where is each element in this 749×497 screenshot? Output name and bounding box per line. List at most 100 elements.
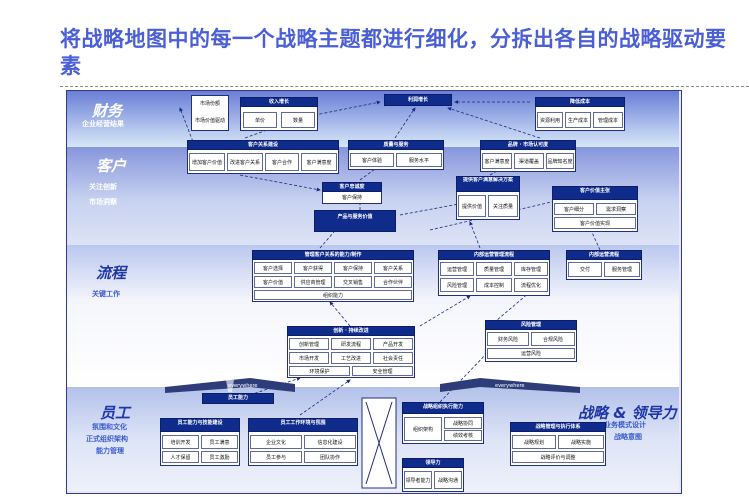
finance-cost-header: 降低成本 [535, 97, 625, 107]
customer-brand-header: 品牌 · 市场认可度 [480, 140, 576, 150]
people-b-c4: 团队协作 [304, 451, 356, 463]
customer-loyalty-c1: 客户保持 [326, 194, 378, 202]
process-risk-c3: 运营风险 [487, 348, 575, 359]
customer-relationship-c4: 客户满意度 [301, 153, 337, 171]
customer-right-header: 客户价值主张 [552, 186, 638, 200]
leadership-b-c1: 领导者能力 [404, 471, 432, 489]
people-b-c1: 企业文化 [250, 435, 302, 449]
leadership-b-header: 领导力 [402, 458, 464, 468]
title-divider [60, 86, 749, 87]
customer-right-c2: 需求洞察 [596, 203, 636, 215]
people-sub-3: 能力管理 [96, 447, 124, 455]
process-main-header: 管理客户关系的能力/制作 [252, 250, 414, 260]
process-innovation-c8: 安全管理 [352, 366, 413, 376]
finance-revenue-c2: 数量 [281, 112, 315, 128]
customer-label: 客户 [96, 157, 127, 175]
customer-right-c3: 客户价值实现 [554, 217, 636, 229]
customer-right-c1: 客户细分 [554, 203, 594, 215]
process-innovation-c5: 工艺改进 [331, 352, 371, 364]
customer-relationship-c3: 客户合作 [265, 153, 299, 171]
process-main-c7: 交叉销售 [334, 276, 372, 288]
customer-quality-header: 质量与服务 [348, 140, 444, 150]
customer-quality-c1: 客户体验 [350, 153, 394, 167]
process-risk-c1: 财务风险 [487, 332, 529, 346]
leadership-c-c3: 战略评价与调整 [512, 451, 604, 463]
process-right-header: 内部运营流程 [566, 250, 642, 260]
customer-value-header: 产品与服务价值 [314, 210, 396, 232]
customer-quality-c2: 服务水平 [396, 153, 442, 167]
customer-brand-c2: 渠道覆盖 [514, 153, 544, 169]
leadership-a-header: 战略组织执行能力 [402, 402, 484, 414]
ribbon-left-text: everywhere [228, 383, 258, 389]
finance-cost-c3: 管理成本 [593, 112, 623, 128]
leadership-a-c1: 组织架构 [404, 417, 442, 441]
people-top-header: 员工能力 [202, 393, 274, 404]
customer-relationship-c2: 改进客户关系 [227, 153, 263, 171]
page-title: 将战略地图中的每一个战略主题都进行细化，分拆出各自的战略驱动要素 [60, 27, 727, 78]
process-main-c4: 客户关系 [374, 262, 412, 274]
customer-sub-2: 市场洞察 [89, 198, 117, 206]
customer-relationship-c1: 增加客户价值 [189, 153, 225, 171]
process-main-c2: 客户获得 [294, 262, 332, 274]
process-ops-c4: 风险管理 [440, 278, 474, 292]
process-ops-c6: 流程优化 [514, 278, 548, 292]
leadership-c-c1: 战略规划 [512, 435, 556, 449]
process-right-c1: 交付 [568, 262, 602, 277]
process-innovation-c6: 社会责任 [373, 352, 413, 364]
process-ops-c2: 质量管理 [476, 262, 512, 276]
people-a-header: 员工能力与技能建设 [160, 418, 240, 432]
process-innovation-c1: 创新管理 [289, 338, 329, 350]
process-sub: 关键工作 [92, 290, 120, 298]
process-ops-c5: 成本控制 [476, 278, 512, 292]
leadership-label: 战略 & 领导力 [578, 404, 677, 422]
people-a-c1: 培训开发 [162, 435, 199, 449]
people-sub-1: 氛围和文化 [92, 423, 127, 431]
leadership-sub-2: 战略意图 [614, 433, 642, 441]
process-main-c1: 客户选择 [254, 262, 292, 274]
people-b-c2: 信息化建设 [304, 435, 356, 449]
customer-solution-c2: 关注质量 [488, 195, 518, 217]
finance-revenue-c1: 单价 [243, 112, 277, 128]
process-main-c3: 客户保持 [334, 262, 372, 274]
finance-revenue-header: 收入增长 [240, 97, 318, 107]
finance-cost-c1: 资源利用 [537, 112, 563, 128]
process-innovation-header: 创新 · 持续改进 [287, 326, 415, 336]
people-label: 员工 [100, 404, 131, 422]
customer-brand-c3: 品牌知名度 [546, 153, 574, 169]
process-right-c2: 服务管理 [604, 262, 640, 277]
leadership-a-c2: 战略协同 [444, 417, 482, 429]
process-ops-header: 内部运营管理流程 [438, 250, 550, 260]
process-innovation-c7: 环境保护 [289, 366, 350, 376]
leadership-b-c2: 战略沟通 [434, 471, 462, 489]
finance-profit-header: 利润增长 [384, 94, 452, 106]
people-a-c2: 员工满意 [201, 435, 238, 449]
finance-market-value: 市场价值驱动 [193, 114, 227, 128]
process-main-c9: 组织能力 [254, 290, 412, 300]
process-main-c8: 合作伙伴 [374, 276, 412, 288]
finance-market-share: 市场份额 [193, 97, 227, 111]
leadership-c-header: 战略管理与执行体系 [510, 422, 606, 432]
process-ops-c1: 运营管理 [440, 262, 474, 276]
people-b-c3: 员工参与 [250, 451, 302, 463]
people-a-c3: 人才保留 [162, 451, 199, 463]
customer-solution-header: 提供客户满意解决方案 [456, 176, 520, 192]
customer-sub-1: 关注创新 [89, 183, 117, 191]
process-label: 流程 [96, 264, 127, 282]
ribbon-right-text: everywhere [495, 383, 525, 389]
people-b-header: 员工工作环境与氛围 [248, 418, 358, 432]
process-main-c5: 客户价值 [254, 276, 292, 288]
finance-label: 财务 [92, 102, 123, 120]
process-risk-c2: 合规风险 [531, 332, 575, 346]
process-innovation-c3: 产品开发 [373, 338, 413, 350]
process-innovation-c4: 市场开发 [289, 352, 329, 364]
customer-solution-c1: 提供价值 [458, 195, 486, 217]
leadership-sub-1: 业务模式设计 [604, 421, 646, 429]
leadership-c-c2: 战略实施 [558, 435, 604, 449]
leadership-a-c3: 绩效考核 [444, 430, 482, 441]
process-ops-c3: 库存管理 [514, 262, 548, 276]
process-innovation-c2: 研发流程 [331, 338, 371, 350]
people-sub-2: 正式组织架构 [86, 435, 128, 443]
people-a-c4: 员工激励 [201, 451, 238, 463]
